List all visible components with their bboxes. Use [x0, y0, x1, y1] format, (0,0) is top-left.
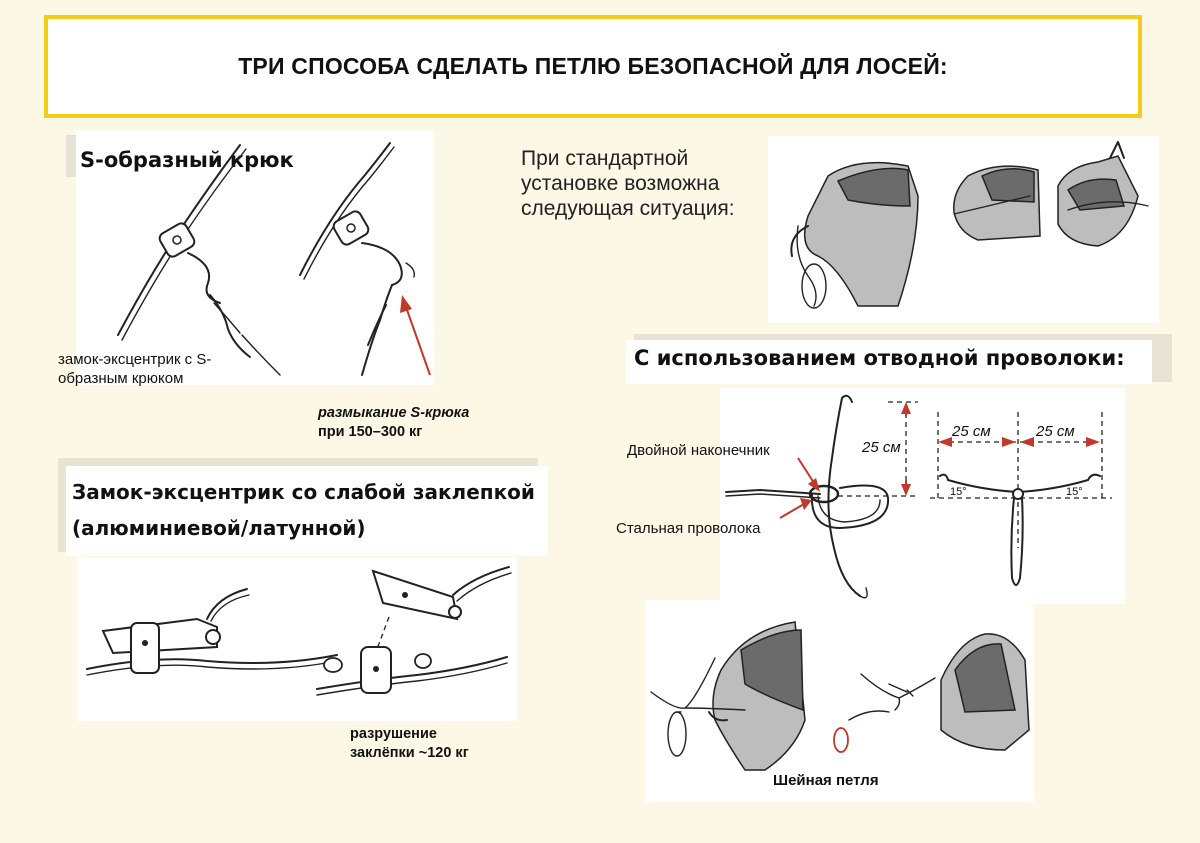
label-lock-s-hook: замок-эксцентрик с S-образным крюком — [58, 351, 212, 387]
label-rivet-break-2: заклёпки ~120 кг — [350, 745, 469, 761]
wire-heading-panel — [626, 340, 1152, 384]
label-s-hook-open-force: при 150–300 кг — [318, 424, 423, 440]
label-double-tip: Двойной наконечник — [627, 442, 770, 459]
label-rivet-break: разрушение заклёпки ~120 кг — [350, 725, 469, 763]
s-hook-illustration — [117, 142, 431, 376]
standard-situation-text: При стандартной установке возможна следу… — [521, 147, 735, 220]
label-s-hook-open-italic: размыкание S-крюка — [318, 405, 470, 421]
rivet-heading-panel — [66, 466, 548, 556]
dim-right-label: 25 см — [1035, 423, 1075, 440]
label-steel-wire: Стальная проволока — [616, 520, 761, 537]
angle-right-label: 15° — [1066, 486, 1083, 498]
wire-heading: С использованием отводной проволоки: — [634, 346, 1125, 370]
label-s-hook-open: размыкание S-крюка при 150–300 кг — [318, 404, 469, 442]
rivet-illustration — [86, 566, 512, 696]
dim-vertical-label: 25 см — [861, 439, 901, 456]
angle-left-label: 15° — [950, 486, 967, 498]
wire-diagram: 25 см 25 см 25 см 15° 15° — [725, 394, 1112, 599]
moose-neck-loop-illustration — [650, 621, 1030, 771]
moose-standard-illustration — [790, 141, 1149, 309]
page-title: ТРИ СПОСОБА СДЕЛАТЬ ПЕТЛЮ БЕЗОПАСНОЙ ДЛЯ… — [238, 53, 948, 79]
s-hook-heading: S-образный крюк — [80, 148, 294, 172]
label-rivet-break-1: разрушение — [350, 726, 437, 742]
label-neck-loop: Шейная петля — [773, 772, 879, 789]
rivet-heading: Замок-эксцентрик со слабой заклепкой (ал… — [72, 480, 535, 540]
dim-left-label: 25 см — [951, 423, 991, 440]
title-box: ТРИ СПОСОБА СДЕЛАТЬ ПЕТЛЮ БЕЗОПАСНОЙ ДЛЯ… — [44, 15, 1142, 118]
